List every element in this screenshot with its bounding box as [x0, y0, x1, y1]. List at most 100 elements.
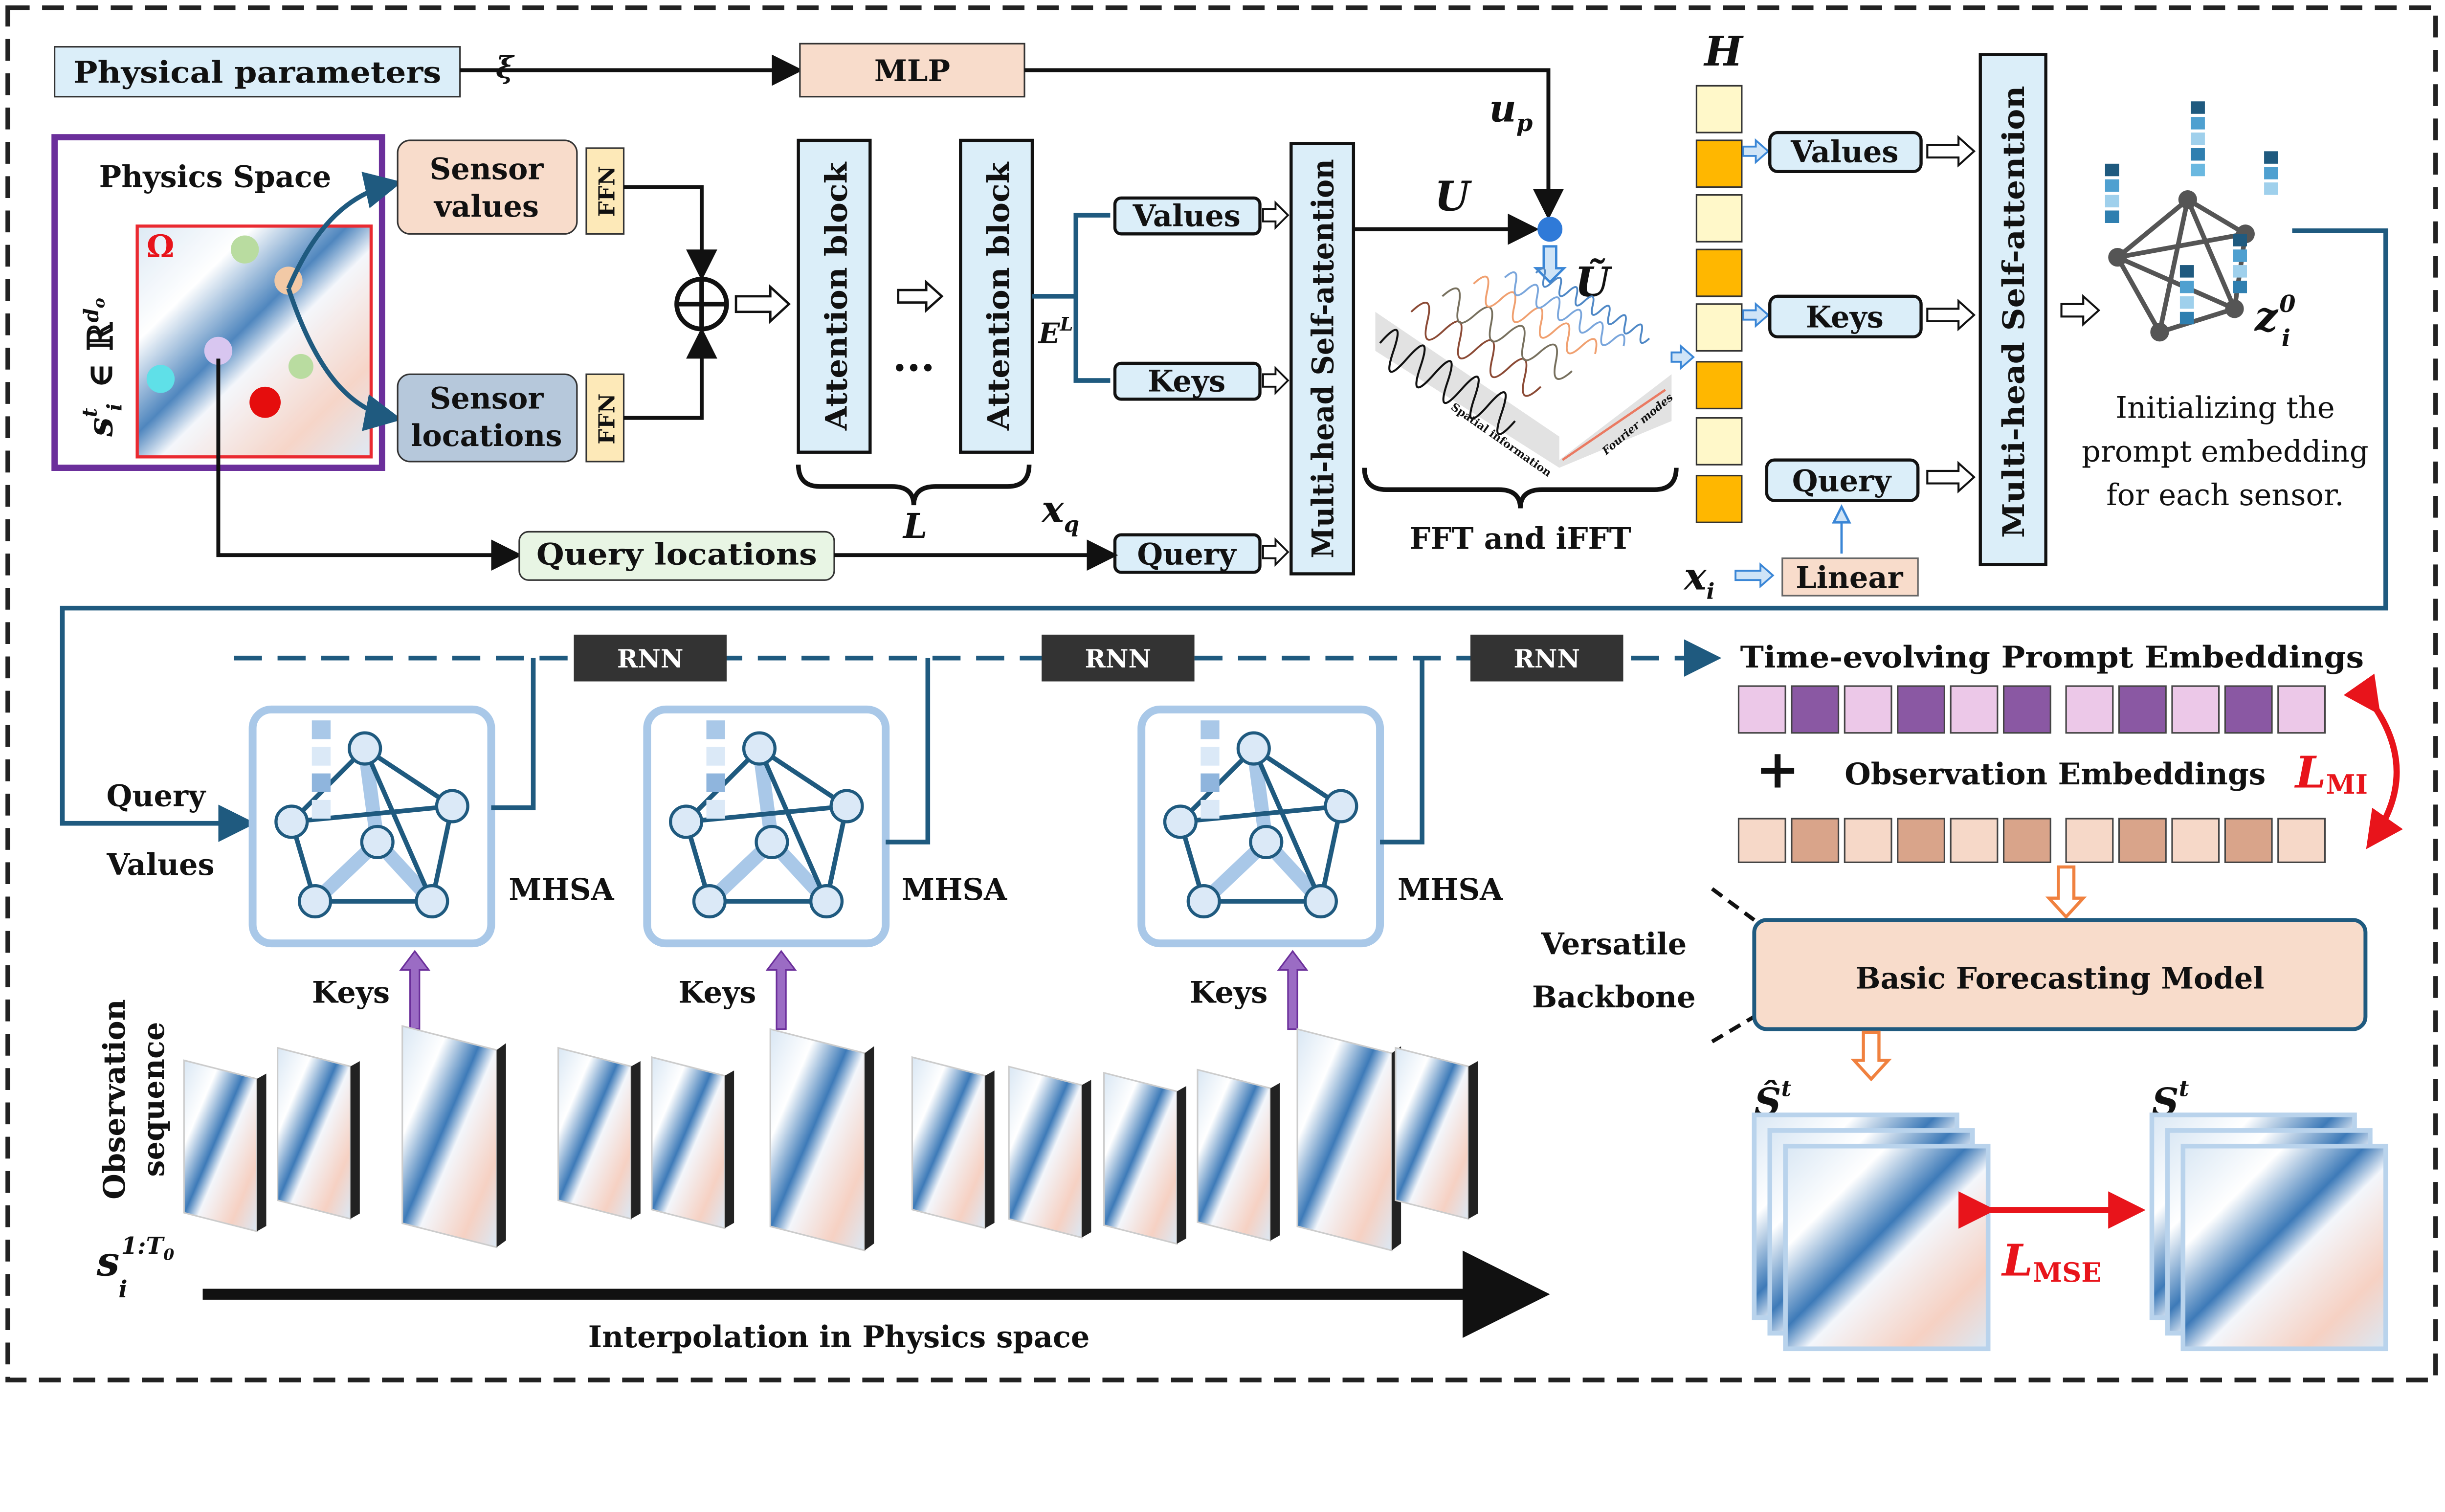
x-q-label: xq [1041, 488, 1079, 537]
sensor-dot [249, 386, 281, 418]
attention-block-1-label: Attention block [820, 161, 854, 431]
values-label-2: Values [1790, 135, 1898, 170]
embedding-cell [2171, 685, 2220, 734]
basic-forecasting-model-box [1752, 918, 2368, 1031]
embedding-cell [1897, 818, 1945, 863]
embedding-bar [2105, 179, 2119, 192]
embedding-bar [2191, 163, 2205, 177]
prompt-embeddings-label: Time-evolving Prompt Embeddings [1740, 640, 2364, 675]
l-mi-label: LMI [2294, 747, 2368, 800]
mhsa-block-1 [1289, 142, 1356, 576]
embedding-bar [2264, 151, 2278, 164]
layers-label: L [902, 506, 927, 546]
rnn-box [574, 634, 727, 682]
ellipsis: ··· [892, 344, 935, 392]
embedding-cell [2171, 818, 2220, 863]
observation-frame [401, 1025, 498, 1248]
embedding-bar [2179, 280, 2194, 293]
down-arrow-icon [1850, 1030, 1892, 1082]
hidden-state-column [1695, 85, 1743, 523]
observation-frame [557, 1046, 632, 1220]
hidden-state-cell [1695, 474, 1743, 523]
hidden-state-cell [1695, 303, 1743, 352]
attention-block-2 [959, 138, 1034, 454]
ffn-box-values [585, 147, 625, 235]
query-input-label: Query [107, 779, 206, 814]
to-sensor-values-arrow [286, 172, 402, 289]
hidden-state-cell [1695, 417, 1743, 466]
observation-embedding-row [1737, 818, 2326, 863]
xi-label: ξ [496, 50, 515, 85]
output-field [1783, 1143, 1991, 1352]
embedding-cell [2118, 818, 2167, 863]
embedding-cell [2002, 685, 2051, 734]
hollow-arrow-icon [1670, 344, 1695, 370]
up-arrow-icon [399, 950, 431, 1030]
ffn-to-plus-line [623, 327, 717, 420]
embedding-bar [2233, 249, 2247, 262]
linear-label: Linear [1796, 560, 1903, 595]
embedding-cell [2065, 818, 2114, 863]
query-locations-label: Query locations [536, 537, 817, 572]
query-label-1: Query [1137, 537, 1237, 572]
ffn-label-values: FFN [594, 166, 620, 217]
query-label-2: Query [1792, 464, 1892, 498]
attention-block-2-label: Attention block [981, 161, 1016, 431]
x-i-label: xi [1683, 555, 1715, 604]
embedding-cell [1737, 818, 1786, 863]
fft-brace [1362, 467, 1679, 509]
layers-brace [796, 465, 1032, 506]
embedding-bar [2191, 133, 2205, 145]
values-input-label: Values [106, 847, 214, 882]
mhsa-label: MHSA [509, 872, 614, 907]
u-p-label: up [1489, 87, 1533, 137]
embedding-bar [2191, 101, 2205, 114]
embedding-bar [2233, 265, 2247, 278]
observation-frame [1197, 1068, 1271, 1242]
observation-frame [911, 1056, 986, 1229]
prompt-flow-line [60, 228, 2388, 842]
hidden-state-cell [1695, 194, 1743, 243]
hidden-state-cell [1695, 248, 1743, 297]
embedding-bar [2105, 195, 2119, 208]
embedding-bar [2191, 148, 2205, 161]
s-sequence-subscript: i [118, 1276, 127, 1303]
prompt-embedding-row [1737, 685, 2326, 734]
add-operator-icon [676, 279, 727, 329]
observation-frame [1008, 1066, 1083, 1239]
outer-dashed-border [5, 5, 2438, 1382]
rnn-label: RNN [617, 645, 684, 674]
query-box-2 [1765, 458, 1920, 502]
keys-label-1: Keys [1148, 364, 1225, 399]
keys-box-2 [1768, 294, 1923, 338]
l-mse-label: LMSE [2000, 1235, 2101, 1288]
keys-label: Keys [1190, 975, 1267, 1010]
h-label: H [1703, 27, 1744, 75]
mhsa-block-2 [1978, 53, 2047, 566]
state-label: sti ∈ ℝdo [78, 298, 127, 437]
observation-frame [1103, 1071, 1178, 1245]
hollow-arrow-icon [1262, 200, 1289, 567]
embedding-bar [2105, 210, 2119, 223]
diagram: Physical parameters ξ MLP up Physics Spa… [5, 5, 2438, 1382]
embedding-bar [2191, 117, 2205, 130]
embedding-cell [2224, 685, 2273, 734]
embedding-bar [2179, 265, 2194, 278]
attention-graph-icon [1163, 720, 1358, 919]
observation-frame [651, 1056, 726, 1229]
embedding-bar [2264, 167, 2278, 179]
attention-block-1 [797, 138, 872, 454]
mlp-label: MLP [874, 54, 950, 89]
hollow-arrow-icon [1926, 134, 1976, 494]
ffn-box-locations [585, 373, 625, 463]
observation-frame [769, 1028, 866, 1252]
embedding-cell [2277, 818, 2326, 863]
embedding-bar [2233, 280, 2247, 293]
observation-embeddings-label: Observation Embeddings [1845, 757, 2266, 792]
embedding-bar [2233, 234, 2247, 246]
embedding-bar [2179, 311, 2194, 325]
embedding-bar [2179, 296, 2194, 309]
hollow-arrow-icon [1734, 562, 1775, 589]
